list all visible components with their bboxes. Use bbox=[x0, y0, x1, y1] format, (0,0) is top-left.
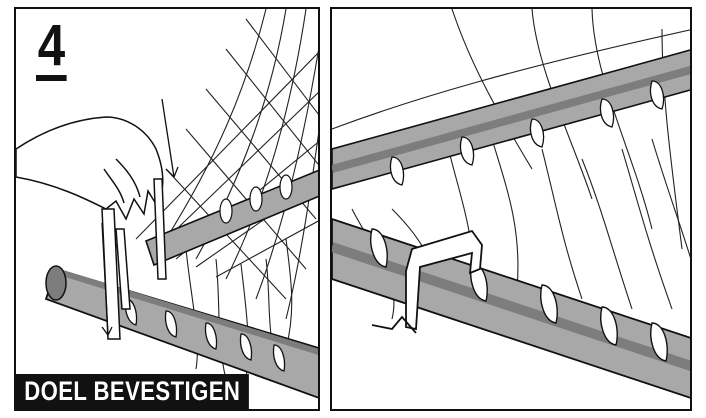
lower-tube bbox=[332, 219, 692, 399]
step-caption: DOEL BEVESTIGEN bbox=[16, 374, 249, 409]
upper-tube bbox=[332, 49, 692, 189]
illustration-panel-left: 4 DOEL BEVESTIGEN bbox=[14, 7, 320, 411]
net-attach-illustration-right bbox=[332, 9, 692, 411]
step-number: 4 bbox=[36, 17, 67, 81]
illustration-panel-right bbox=[330, 7, 692, 411]
hand-icon bbox=[16, 117, 163, 219]
